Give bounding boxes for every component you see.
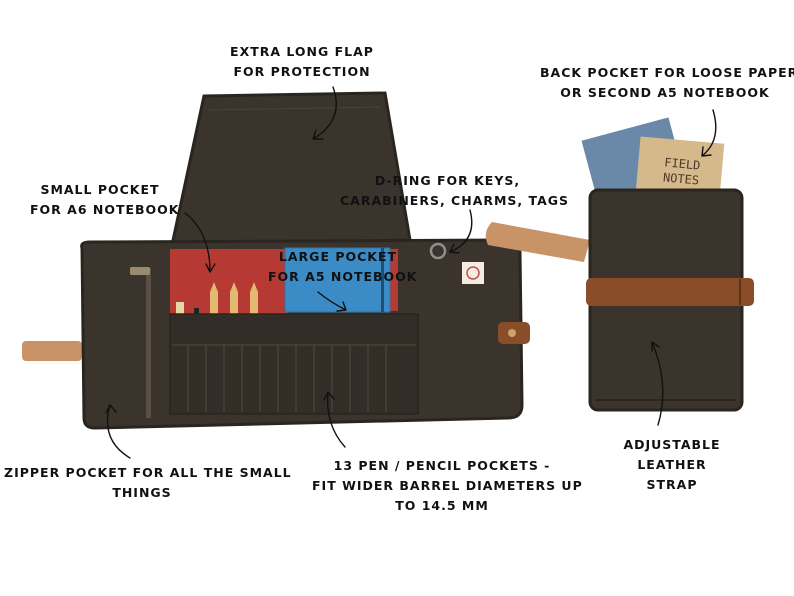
small-pocket-lining [170,249,288,319]
callout-small-pocket: SMALL POCKET FOR A6 NOTEBOOK [30,180,180,220]
arrow-strap [651,341,664,426]
callout-line: EXTRA LONG FLAP [230,44,374,59]
callout-line: STRAP [646,477,698,492]
zipper [146,268,151,418]
pen-pocket-stitches [172,344,416,412]
callout-line: LEATHER [637,457,707,472]
callout-large-pocket: LARGE POCKET FOR A5 NOTEBOOK [268,247,418,287]
left-leather-tab [22,341,82,361]
d-ring [429,242,447,260]
zipper-pull [130,267,150,275]
callout-line: BACK POCKET FOR LOOSE PAPER [540,65,794,80]
callout-line: FOR A5 NOTEBOOK [268,269,418,284]
callout-pen-pockets: 13 PEN / PENCIL POCKETS - FIT WIDER BARR… [312,456,583,516]
callout-line: 13 PEN / PENCIL POCKETS - [333,458,551,473]
callout-line: THINGS [112,485,172,500]
callout-flap: EXTRA LONG FLAP FOR PROTECTION [212,42,392,82]
callout-line: TO 14.5 MM [395,498,489,513]
arrow-pen-pockets [323,391,346,448]
callout-d-ring: D-RING FOR KEYS, CARABINERS, CHARMS, TAG… [340,171,570,211]
arrow-large-pocket [317,291,347,312]
callout-line: FOR PROTECTION [233,64,371,79]
callout-line: FOR A6 NOTEBOOK [30,202,180,217]
rolled-pencil-roll: FIELDNOTES [485,117,754,412]
callout-line: CARABINERS, CHARMS, TAGS [340,193,570,208]
callout-line: FIT WIDER BARREL DIAMETERS UP [312,478,583,493]
callout-line: LARGE POCKET [278,249,398,264]
callout-line: D-RING FOR KEYS, [374,173,521,188]
callout-back-pocket: BACK POCKET FOR LOOSE PAPER OR SECOND A5… [540,63,794,103]
pen-pocket-panel [169,313,419,415]
extra-long-flap [170,91,412,247]
callout-line: ZIPPER POCKET FOR ALL THE SMALL [4,465,292,480]
field-notes-brand: FIELDNOTES [662,155,701,187]
callout-strap: ADJUSTABLE LEATHER STRAP [612,435,732,495]
arrow-zipper [105,404,131,459]
callout-line: OR SECOND A5 NOTEBOOK [560,85,770,100]
callout-zipper: ZIPPER POCKET FOR ALL THE SMALL THINGS [4,463,292,503]
arrow-small-pocket [184,212,216,273]
strap-end [485,222,590,262]
arrow-d-ring [449,209,473,254]
callout-line: ADJUSTABLE [623,437,721,452]
arrow-flap [312,86,337,140]
open-pencil-roll [22,91,530,430]
adjustable-leather-strap [586,278,754,306]
logo-tag [462,262,484,284]
a5-notebook [284,247,391,313]
arrow-back-pocket [701,109,717,157]
callout-line: SMALL POCKET [40,182,160,197]
